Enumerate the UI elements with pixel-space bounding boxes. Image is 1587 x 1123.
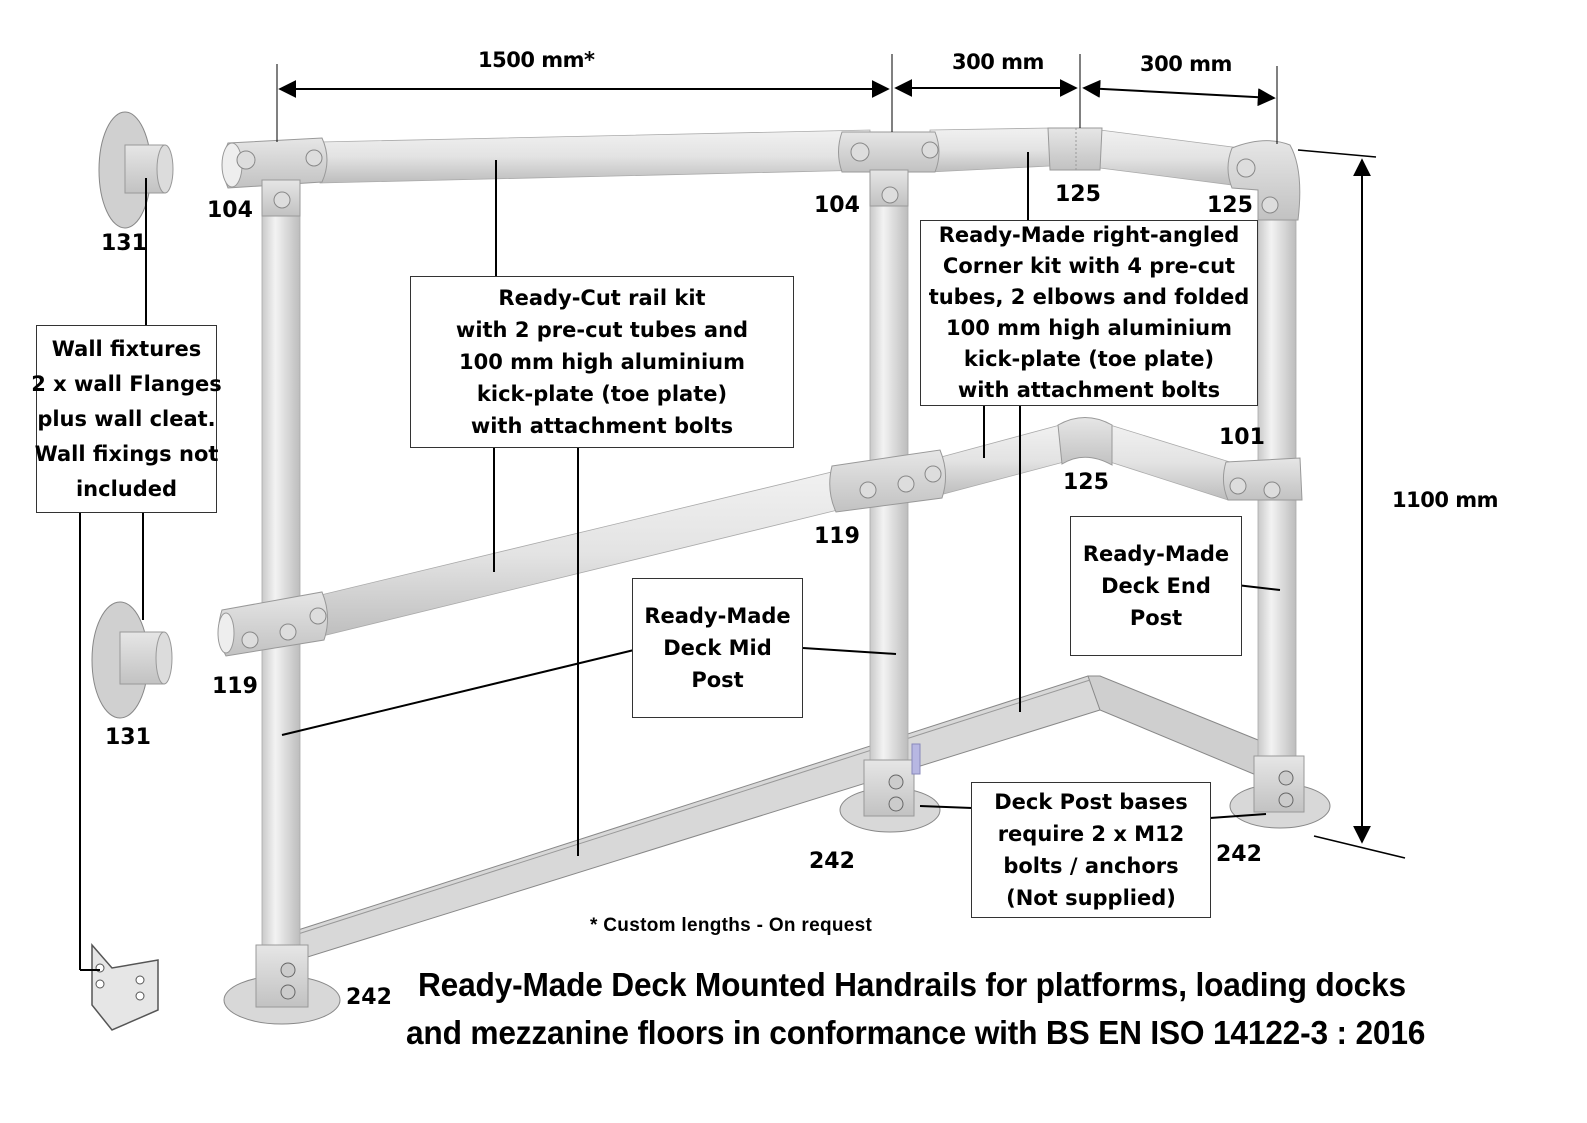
part-crossover-mid: 119: [814, 524, 860, 549]
part-crossover-left: 119: [212, 674, 258, 699]
part-elbow-mid-corner: 125: [1063, 470, 1109, 495]
wall-cleat: [91, 942, 159, 1031]
wall-flanges: [91, 111, 174, 719]
dim-span-corner-b: 300 mm: [1140, 52, 1232, 76]
callout-mid-post: Ready-Made Deck Mid Post: [632, 578, 803, 718]
part-wall-flange-top: 131: [101, 231, 147, 256]
dim-span-corner-a: 300 mm: [952, 50, 1044, 74]
part-tee-mid: 104: [814, 193, 860, 218]
dim-height: 1100 mm: [1392, 488, 1499, 512]
part-wall-flange-bottom: 131: [105, 725, 151, 750]
part-short-tee: 101: [1219, 425, 1265, 450]
diagram-title-line2: and mezzanine floors in conformance with…: [406, 1014, 1426, 1051]
diagram-title-line1: Ready-Made Deck Mounted Handrails for pl…: [418, 966, 1406, 1003]
callout-corner-kit: Ready-Made right-angled Corner kit with …: [920, 220, 1258, 406]
part-elbow-top-corner: 125: [1055, 182, 1101, 207]
callout-rail-kit: Ready-Cut rail kit with 2 pre-cut tubes …: [410, 276, 794, 448]
fittings: [217, 127, 1303, 657]
callout-end-post: Ready-Made Deck End Post: [1070, 516, 1242, 656]
part-elbow-top-right: 125: [1207, 193, 1253, 218]
end-post-left: [261, 209, 301, 981]
part-base-right: 242: [1216, 842, 1262, 867]
leader-lines: [79, 152, 1281, 971]
custom-lengths-footnote: * Custom lengths - On request: [590, 915, 873, 936]
part-base-left: 242: [346, 985, 392, 1010]
part-base-mid: 242: [809, 849, 855, 874]
callout-wall-fixtures: Wall fixtures 2 x wall Flanges plus wall…: [31, 325, 222, 513]
callout-base-note: Deck Post bases require 2 x M12 bolts / …: [971, 782, 1211, 918]
base-plates: [223, 743, 1331, 1025]
dim-span-main: 1500 mm*: [478, 48, 595, 72]
dimension-lines: [276, 54, 1406, 859]
part-tee-left: 104: [207, 198, 253, 223]
